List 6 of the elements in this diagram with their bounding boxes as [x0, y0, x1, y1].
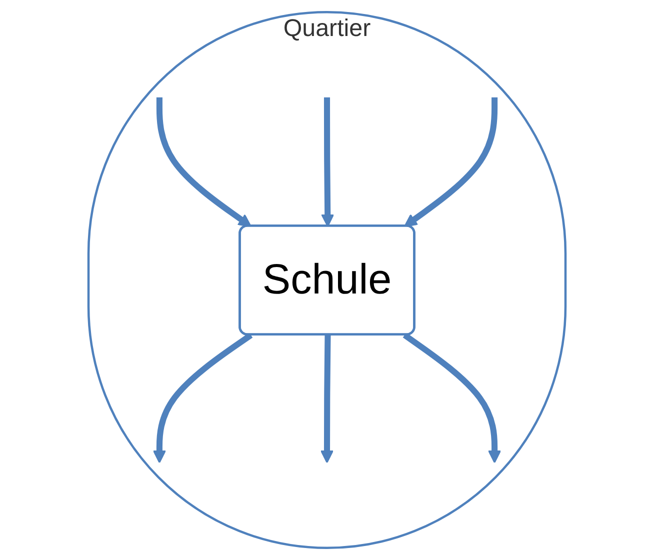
school-box: Schule: [238, 224, 416, 336]
arrow: [152, 332, 253, 464]
arrow: [402, 332, 502, 464]
arrow: [404, 97, 498, 228]
arrow: [320, 335, 334, 464]
arrow: [156, 97, 252, 228]
